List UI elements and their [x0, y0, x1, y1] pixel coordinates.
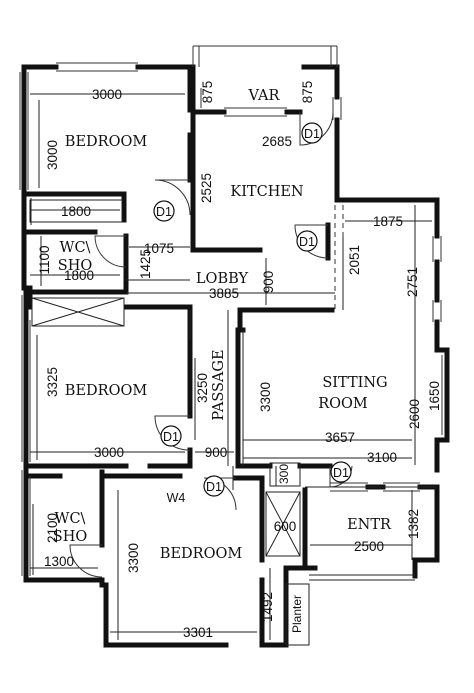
door-tag-d1-entr: D1: [333, 466, 349, 480]
room-label-lobby: LOBBY: [196, 271, 249, 287]
room-label-passage: PASSAGE: [211, 349, 227, 420]
dim-3885: 3885: [209, 286, 239, 301]
dim-3000-bottom: 3000: [94, 445, 124, 460]
dim-1800-a: 1800: [61, 204, 91, 219]
dim-900-vertical: 900: [261, 271, 276, 294]
wall-top-bed-top: [135, 64, 193, 113]
door-tag-d1-bedroom-top: D1: [156, 205, 172, 219]
dim-1650: 1650: [427, 381, 442, 411]
dim-3300-mid: 3300: [258, 382, 273, 412]
room-label-bedroom-top: BEDROOM: [65, 134, 148, 150]
dim-1800-b: 1800: [64, 268, 94, 283]
dim-2600: 2600: [407, 399, 422, 429]
wall-wc-top-left: [21, 191, 33, 291]
dim-3300-bottom: 3300: [126, 543, 141, 573]
wall-sitting-right-b: [434, 319, 450, 473]
door-tag-d1-kitchen-top: D1: [304, 127, 320, 141]
thin-lines: [19, 45, 443, 646]
wall-mid-right-b: [147, 447, 193, 469]
door-tags: D1 D1 D1 D1 D1 D1 W4: [153, 122, 352, 505]
room-label-bedroom-bot: BEDROOM: [160, 546, 243, 562]
dim-1875: 1875: [373, 214, 403, 229]
wall-mid-top: [123, 304, 193, 419]
dim-2751: 2751: [405, 267, 420, 297]
room-label-kitchen: KITCHEN: [230, 184, 304, 200]
dim-875-a: 875: [200, 81, 215, 104]
wall-passage-right: [235, 327, 273, 469]
dim-1425: 1425: [138, 249, 153, 279]
dim-3250: 3250: [195, 373, 210, 403]
room-label-wc-bot-line2: SHO: [53, 529, 88, 545]
dim-1492: 1492: [260, 592, 275, 622]
window-tag-w4: W4: [167, 491, 186, 505]
wall-entr-right: [412, 484, 440, 579]
wall-kitchen-right: [334, 117, 440, 239]
dim-300: 300: [277, 464, 291, 484]
room-label-var: VAR: [248, 88, 281, 104]
dim-3301: 3301: [183, 625, 213, 640]
walls: [21, 64, 450, 648]
dim-2500: 2500: [354, 539, 384, 554]
room-labels: BEDROOM VAR KITCHEN WC\ SHO LOBBY BEDROO…: [53, 88, 392, 633]
dim-3657: 3657: [325, 430, 355, 445]
wall-wc-top-bottom: [25, 233, 129, 295]
wall-wc-bot-left: [23, 463, 103, 583]
dim-3000-vertical: 3000: [45, 140, 60, 170]
dim-3100: 3100: [367, 450, 397, 465]
dim-2685: 2685: [262, 134, 292, 149]
room-label-sitting-line1: SITTING: [322, 375, 387, 391]
dim-3000-top: 3000: [92, 87, 122, 102]
wall-sitting-top-left: [237, 307, 246, 333]
room-label-entr: ENTR: [347, 517, 392, 533]
dim-3325: 3325: [45, 367, 60, 397]
room-label-wc-top-line2: SHO: [58, 258, 93, 274]
dimension-labels: 3000 875 875 3000 2685 2525 1800 1875 10…: [37, 81, 442, 640]
dim-1300: 1300: [44, 554, 74, 569]
dim-875-b: 875: [300, 81, 315, 104]
wall-kitchen-bottom: [190, 197, 263, 253]
room-label-planter: Planter: [290, 595, 304, 633]
wall-bot-bed-left: [99, 577, 229, 648]
door-tag-d1-passage: D1: [206, 480, 222, 494]
wall-bot-bed-right-low: [259, 577, 289, 648]
dim-1382: 1382: [406, 509, 421, 539]
room-label-wc-top-line1: WC\: [60, 240, 91, 256]
dim-1075: 1075: [144, 241, 174, 256]
room-label-bedroom-mid: BEDROOM: [65, 383, 148, 399]
dim-2100: 2100: [45, 513, 60, 543]
wall-top-left: [21, 64, 59, 197]
dim-900-horizontal: 900: [205, 445, 228, 460]
dim-600: 600: [274, 519, 297, 534]
door-tag-d1-bedroom-mid: D1: [163, 430, 179, 444]
dim-1100: 1100: [37, 245, 52, 274]
dim-2525: 2525: [199, 173, 214, 203]
dim-2051: 2051: [347, 245, 362, 275]
room-label-sitting-line2: ROOM: [318, 396, 368, 412]
room-label-wc-bot-line1: WC\: [55, 511, 86, 527]
door-tag-d1-kitchen: D1: [299, 235, 315, 249]
wall-top-bed-bottom: [21, 191, 127, 223]
